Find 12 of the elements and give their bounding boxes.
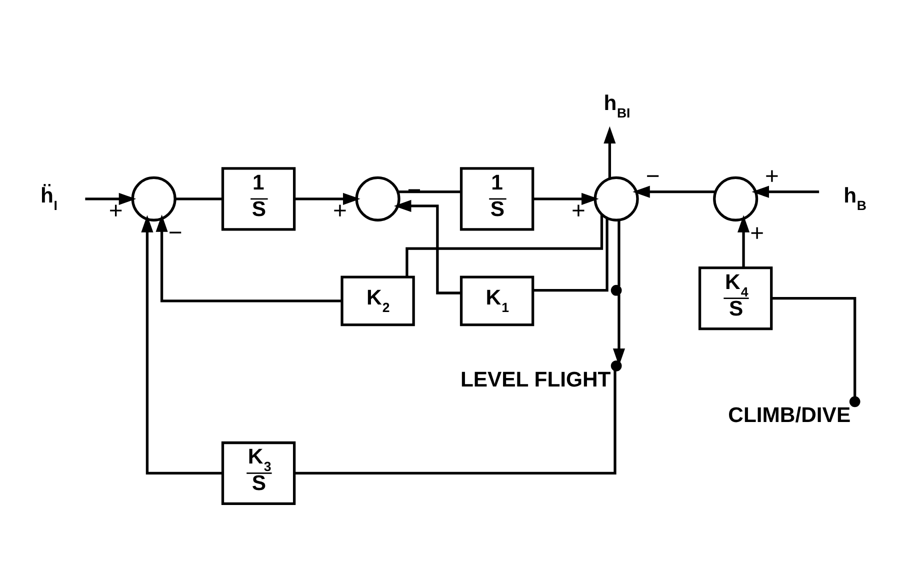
edge-label: +	[572, 196, 586, 224]
edge-label: +	[108, 196, 123, 224]
node-text: h$_{B}$	[844, 184, 866, 213]
node-text: h$_{BI}$	[604, 91, 630, 120]
node-label: LEVEL FLIGHT	[460, 368, 611, 391]
edge-label: +	[333, 196, 347, 224]
edge-label: −	[646, 162, 660, 190]
node-label: CLIMB/DIVE	[728, 404, 851, 427]
edge-label: −	[168, 219, 182, 246]
node-text: ḧ$_{I}$	[40, 184, 58, 213]
edge-label: +	[750, 220, 764, 247]
edge-label: +	[765, 162, 779, 190]
